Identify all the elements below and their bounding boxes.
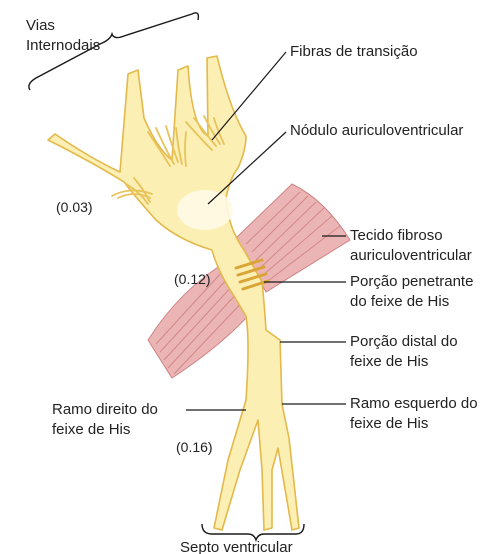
timing-0-03: (0.03) (56, 199, 93, 215)
label-ramo-esquerdo-2: feixe de His (350, 415, 428, 432)
timing-0-12: (0.12) (174, 271, 211, 287)
label-porcao-penetrante-1: Porção penetrante (350, 273, 473, 290)
timing-0-16: (0.16) (176, 439, 213, 455)
label-tecido-fibroso-1: Tecido fibroso (350, 227, 443, 244)
label-septo-ventricular: Septo ventricular (180, 539, 293, 554)
label-porcao-distal-1: Porção distal do (350, 333, 458, 350)
label-ramo-direito-1: Ramo direito do (52, 401, 158, 418)
label-tecido-fibroso-2: auriculoventricular (350, 247, 472, 264)
label-fibras-transicao: Fibras de transição (290, 43, 418, 60)
label-vias-internodais-2: Internodais (26, 37, 100, 54)
av-node-glow (177, 190, 233, 230)
label-nodulo-av: Nódulo auriculoventricular (290, 122, 463, 139)
label-ramo-esquerdo-1: Ramo esquerdo do (350, 395, 478, 412)
label-porcao-distal-2: feixe de His (350, 353, 428, 370)
label-vias-internodais-1: Vias (26, 17, 55, 34)
label-porcao-penetrante-2: do feixe de His (350, 293, 449, 310)
conduction-system (48, 56, 299, 530)
label-ramo-direito-2: feixe de His (52, 421, 130, 438)
